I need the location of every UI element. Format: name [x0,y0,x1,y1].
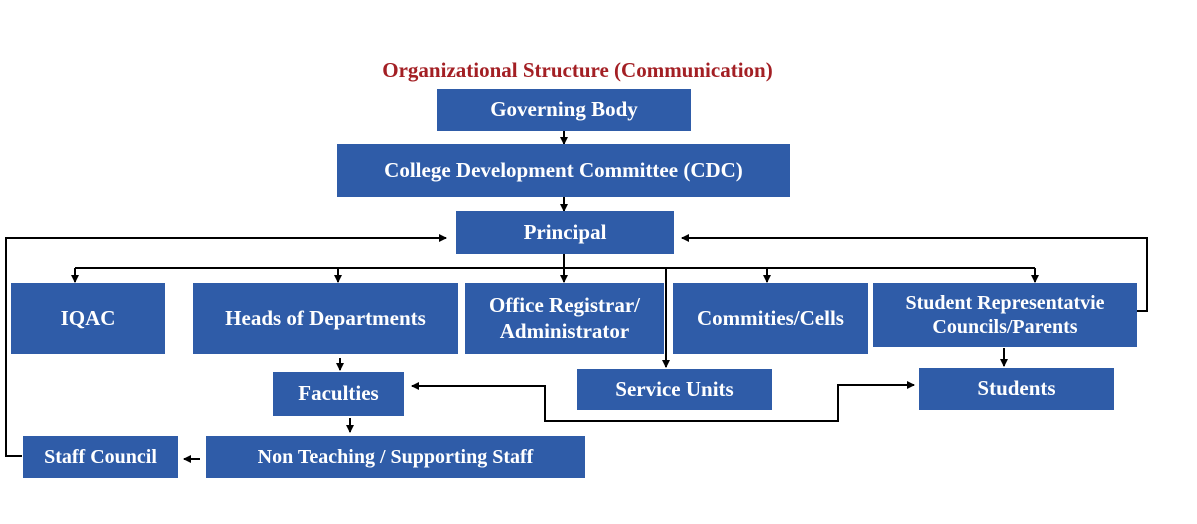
node-office-registrar: Office Registrar/ Administrator [465,283,664,354]
node-staff-council: Staff Council [23,436,178,478]
node-students: Students [919,368,1114,410]
node-label: Service Units [615,376,734,401]
node-label: Non Teaching / Supporting Staff [257,446,534,468]
node-label: Principal [523,219,607,244]
node-cdc: College Development Committee (CDC) [337,144,790,197]
node-governing-body: Governing Body [437,89,691,131]
node-service-units: Service Units [577,369,772,410]
node-label-line1: Office Registrar/ [488,293,640,318]
node-faculties: Faculties [273,372,404,416]
node-label: Faculties [298,381,379,406]
node-label: Commities/Cells [697,305,844,330]
node-non-teaching-staff: Non Teaching / Supporting Staff [206,436,585,478]
node-heads-of-departments: Heads of Departments [193,283,458,354]
node-committees-cells: Commities/Cells [673,283,868,354]
loop-staffcouncil-principal [5,234,447,457]
node-student-representative: Student Representatvie Councils/Parents [873,283,1137,347]
node-label: Heads of Departments [225,305,426,330]
node-iqac: IQAC [11,283,165,354]
node-label: College Development Committee (CDC) [384,157,743,182]
node-principal: Principal [456,211,674,254]
node-label: Students [977,376,1056,401]
link-faculties-students-b [411,382,546,390]
node-label: IQAC [60,305,116,330]
node-label-line2: Administrator [499,318,630,343]
loop-studentrep-principal [681,234,1148,312]
node-label-line2: Councils/Parents [932,316,1078,338]
node-label-line1: Student Representatvie [905,292,1105,314]
node-label: Governing Body [490,97,638,122]
node-label: Staff Council [44,446,157,468]
link-faculties-students-a [544,381,915,422]
chart-title: Organizational Structure (Communication) [382,58,773,82]
